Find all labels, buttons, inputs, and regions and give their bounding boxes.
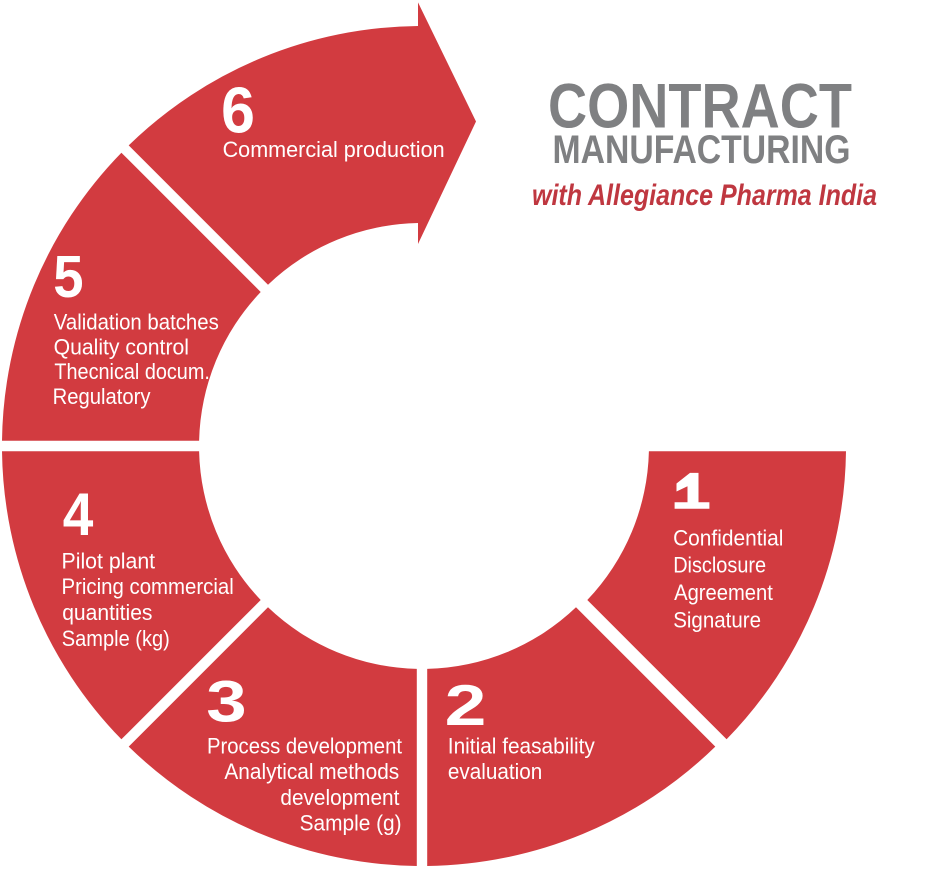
- svg-text:2: 2: [445, 674, 487, 738]
- svg-text:Process development: Process development: [207, 734, 402, 759]
- svg-text:Initial feasability: Initial feasability: [448, 734, 595, 759]
- svg-text:Analytical methods: Analytical methods: [224, 759, 399, 784]
- svg-text:quantities: quantities: [62, 600, 152, 625]
- svg-text:Pilot plant: Pilot plant: [62, 548, 156, 573]
- svg-text:4: 4: [63, 480, 94, 548]
- svg-text:3: 3: [206, 670, 246, 735]
- svg-text:Thecnical docum.: Thecnical docum.: [54, 359, 210, 384]
- svg-text:5: 5: [53, 243, 83, 310]
- svg-text:with Allegiance Pharma India: with Allegiance Pharma India: [532, 179, 877, 212]
- svg-text:Confidential: Confidential: [673, 525, 783, 550]
- svg-text:Commercial production: Commercial production: [223, 137, 445, 162]
- svg-text:Signature: Signature: [673, 607, 761, 632]
- svg-text:Sample (kg): Sample (kg): [62, 626, 170, 651]
- svg-text:development: development: [280, 785, 399, 810]
- svg-text:evaluation: evaluation: [448, 759, 542, 784]
- svg-text:Pricing commercial: Pricing commercial: [62, 574, 234, 599]
- svg-text:Disclosure: Disclosure: [673, 553, 766, 578]
- svg-text:Agreement: Agreement: [674, 580, 773, 605]
- svg-text:Regulatory: Regulatory: [53, 384, 151, 409]
- svg-text:Validation batches: Validation batches: [54, 310, 219, 335]
- svg-text:Quality control: Quality control: [54, 334, 189, 359]
- svg-text:CONTRACT: CONTRACT: [548, 72, 852, 142]
- svg-text:6: 6: [221, 74, 255, 147]
- svg-text:MANUFACTURING: MANUFACTURING: [553, 128, 851, 172]
- svg-text:Sample (g): Sample (g): [300, 810, 402, 835]
